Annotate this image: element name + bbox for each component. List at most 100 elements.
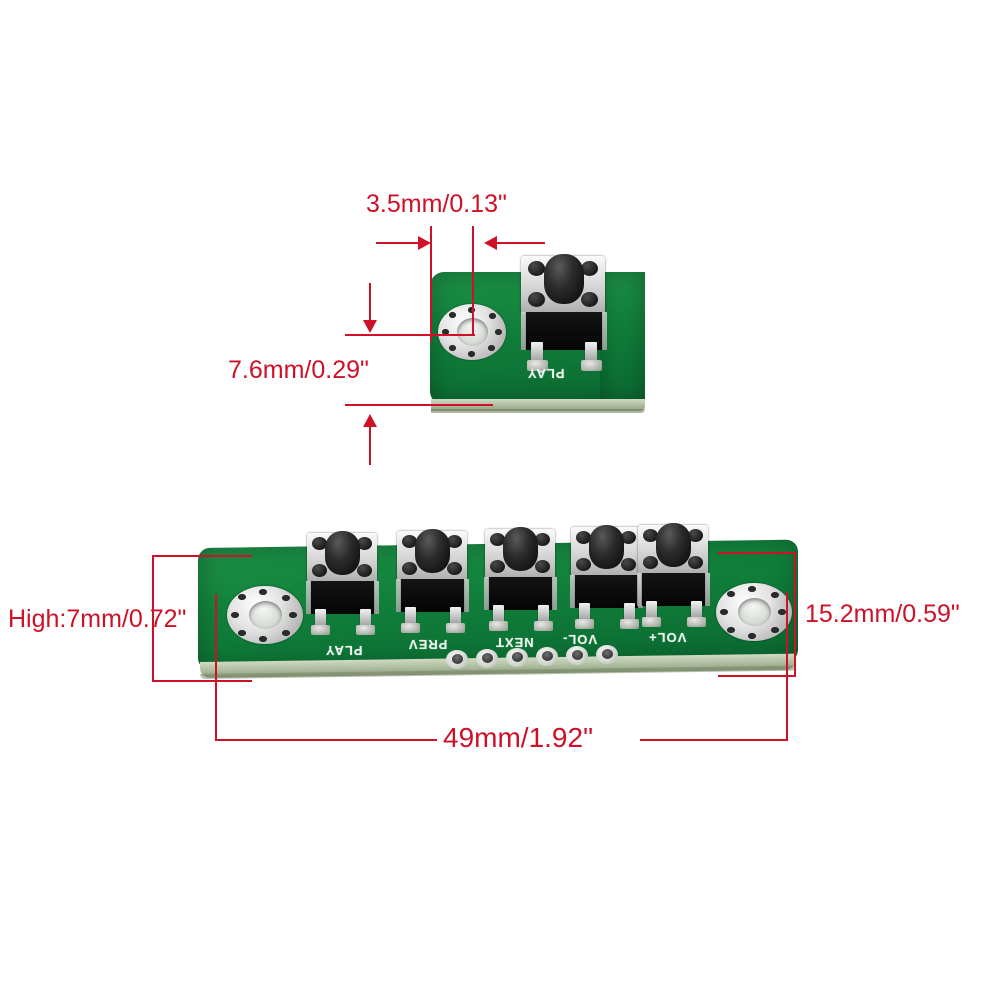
full-button-corner-post: [535, 533, 550, 546]
detail-button-cap[interactable]: [544, 254, 584, 304]
full-solder-joint: [446, 623, 465, 633]
dim-width-bracket-bottom: [718, 675, 796, 677]
full-button-play[interactable]: [305, 531, 381, 638]
full-button-pin: [579, 603, 590, 624]
full-via: [727, 627, 735, 633]
full-button-corner-post: [312, 537, 327, 550]
full-button-cap[interactable]: [415, 529, 450, 573]
full-solder-joint: [356, 625, 375, 635]
full-header-pad-hole: [452, 654, 463, 664]
full-button-corner-post: [621, 531, 636, 544]
full-button-pin: [360, 609, 371, 630]
dim-hole-offset-label: 7.6mm/0.29": [228, 356, 369, 384]
full-silkscreen-prev: PREV: [408, 637, 448, 652]
full-button-body: [574, 575, 639, 608]
detail-button-body-side: [602, 312, 607, 350]
full-via: [771, 592, 779, 598]
detail-button-play[interactable]: [519, 254, 609, 371]
full-button-corner-post: [490, 533, 505, 546]
detail-solder-joint: [581, 360, 602, 371]
full-via: [238, 594, 246, 600]
full-button-body-side: [637, 573, 642, 606]
full-button-body-side: [552, 577, 557, 610]
full-via: [231, 612, 239, 618]
dim-hole-diameter-leader-right: [472, 226, 474, 336]
full-via: [238, 630, 246, 636]
full-solder-joint: [311, 625, 330, 635]
full-solder-joint: [489, 621, 508, 631]
full-button-vol-down[interactable]: [569, 525, 645, 632]
full-button-body-side: [396, 579, 401, 612]
full-button-body: [488, 577, 553, 610]
dim-hole-offset-arrowhead-bottom: [363, 414, 377, 427]
detail-silkscreen-play: PLAY: [527, 366, 565, 381]
full-via: [748, 586, 756, 592]
full-via: [282, 630, 290, 636]
dim-thickness-bracket-bottom: [152, 680, 252, 682]
full-header-pad-hole: [572, 650, 583, 660]
full-button-cap[interactable]: [503, 527, 538, 571]
full-button-prev[interactable]: [395, 529, 471, 636]
dim-length-label: 49mm/1.92": [443, 722, 594, 753]
full-button-corner-post: [402, 535, 417, 548]
full-button-cap[interactable]: [325, 531, 360, 575]
dim-thickness-bracket-spine: [152, 555, 154, 682]
full-button-body-side: [306, 581, 311, 614]
detail-button-corner-post: [528, 261, 545, 276]
detail-via: [449, 345, 456, 351]
detail-button-body-side: [521, 312, 526, 350]
detail-pcb-edge: [431, 399, 645, 411]
detail-via: [495, 329, 502, 335]
full-button-next[interactable]: [483, 527, 559, 634]
dim-width-bracket-top: [718, 552, 796, 554]
full-via: [282, 595, 290, 601]
full-button-pin: [646, 601, 657, 622]
full-via: [259, 636, 267, 642]
full-via: [771, 627, 779, 633]
full-via: [289, 612, 297, 618]
full-button-corner-post: [621, 558, 636, 571]
full-via: [720, 609, 728, 615]
full-button-body-side: [484, 577, 489, 610]
detail-via: [488, 345, 495, 351]
full-button-corner-post: [402, 562, 417, 575]
dim-length-line-left: [215, 739, 437, 741]
full-via: [727, 591, 735, 597]
dim-hole-diameter-arrowline-left: [376, 242, 420, 244]
full-silkscreen-vol-up: VOL+: [648, 630, 687, 645]
dim-hole-offset-extline-bottom: [345, 404, 493, 406]
dim-hole-diameter-arrowhead-right: [484, 236, 497, 250]
full-header-pad-hole: [602, 649, 613, 659]
full-header-pad-hole: [512, 652, 523, 662]
full-header-pad-hole: [482, 653, 493, 663]
full-silkscreen-play: PLAY: [325, 643, 363, 658]
full-button-corner-post: [576, 531, 591, 544]
full-via: [778, 609, 786, 615]
dim-length-extline-left: [215, 594, 217, 740]
dim-hole-offset-arrowhead-top: [363, 320, 377, 333]
full-button-pin: [493, 605, 504, 626]
full-button-cap[interactable]: [589, 525, 624, 569]
full-solder-joint: [401, 623, 420, 633]
dim-hole-diameter-leader-left: [430, 226, 432, 342]
full-button-corner-post: [688, 529, 703, 542]
full-solder-joint: [687, 617, 706, 627]
full-solder-joint: [620, 619, 639, 629]
full-button-pin: [538, 605, 549, 626]
dim-hole-diameter-label: 3.5mm/0.13": [366, 190, 507, 218]
full-button-corner-post: [643, 556, 658, 569]
full-button-body-side: [464, 579, 469, 612]
full-button-body-side: [374, 581, 379, 614]
full-button-corner-post: [643, 529, 658, 542]
full-button-pin: [315, 609, 326, 630]
full-button-body: [641, 573, 706, 606]
dim-thickness-label: High:7mm/0.72": [8, 605, 187, 633]
dim-hole-offset-arrowline-bottom: [369, 425, 371, 465]
full-button-vol-up[interactable]: [636, 523, 712, 630]
full-button-cap[interactable]: [656, 523, 691, 567]
full-button-corner-post: [447, 535, 462, 548]
detail-button-corner-post: [581, 292, 598, 307]
full-button-pin: [691, 601, 702, 622]
full-via: [748, 633, 756, 639]
